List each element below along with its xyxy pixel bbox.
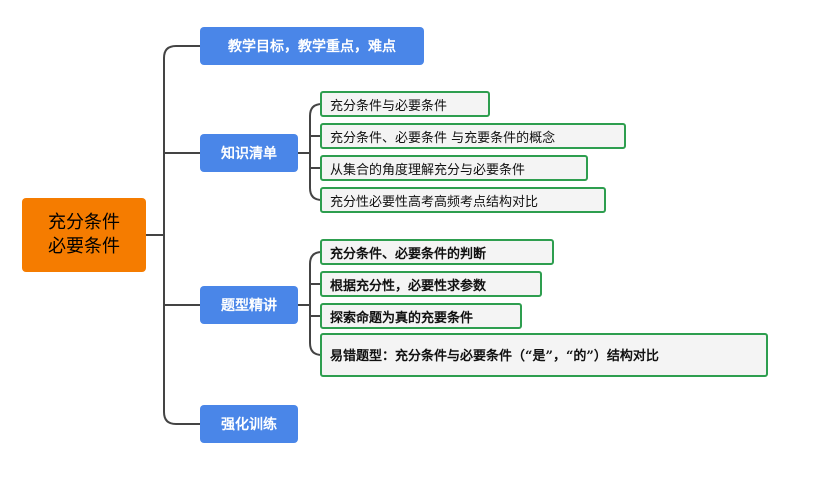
leaf-label: 充分条件、必要条件 与充要条件的概念 [330, 130, 556, 146]
branch-label: 强化训练 [221, 417, 277, 433]
leaf-label: 充分条件与必要条件 [330, 98, 448, 114]
leaf-knowledge-2[interactable]: 充分条件、必要条件 与充要条件的概念 [320, 123, 626, 149]
leaf-label: 探索命题为真的充要条件 [330, 310, 474, 326]
branch-question-types[interactable]: 题型精讲 [200, 286, 298, 324]
branch-label: 题型精讲 [221, 298, 277, 314]
leaf-label: 从集合的角度理解充分与必要条件 [330, 162, 526, 178]
branch-label: 知识清单 [221, 146, 277, 162]
leaf-label: 易错题型：充分条件与必要条件（“是”，“的”）结构对比 [330, 348, 659, 364]
root-node[interactable]: 充分条件 必要条件 [22, 198, 146, 272]
leaf-label: 根据充分性，必要性求参数 [330, 278, 487, 294]
root-label-line1: 充分条件 [48, 212, 120, 233]
leaf-question-type-2[interactable]: 根据充分性，必要性求参数 [320, 271, 542, 297]
leaf-knowledge-3[interactable]: 从集合的角度理解充分与必要条件 [320, 155, 588, 181]
leaf-label: 充分条件、必要条件的判断 [330, 246, 487, 262]
leaf-question-type-1[interactable]: 充分条件、必要条件的判断 [320, 239, 554, 265]
leaf-question-type-4[interactable]: 易错题型：充分条件与必要条件（“是”，“的”）结构对比 [320, 333, 768, 377]
leaf-knowledge-1[interactable]: 充分条件与必要条件 [320, 91, 490, 117]
branch-knowledge-list[interactable]: 知识清单 [200, 134, 298, 172]
branch-reinforcement-training[interactable]: 强化训练 [200, 405, 298, 443]
root-label-line2: 必要条件 [48, 236, 120, 257]
leaf-knowledge-4[interactable]: 充分性必要性高考高频考点结构对比 [320, 187, 606, 213]
branch-teaching-goals[interactable]: 教学目标，教学重点，难点 [200, 27, 424, 65]
leaf-question-type-3[interactable]: 探索命题为真的充要条件 [320, 303, 522, 329]
branch-label: 教学目标，教学重点，难点 [228, 39, 396, 55]
leaf-label: 充分性必要性高考高频考点结构对比 [330, 194, 539, 210]
